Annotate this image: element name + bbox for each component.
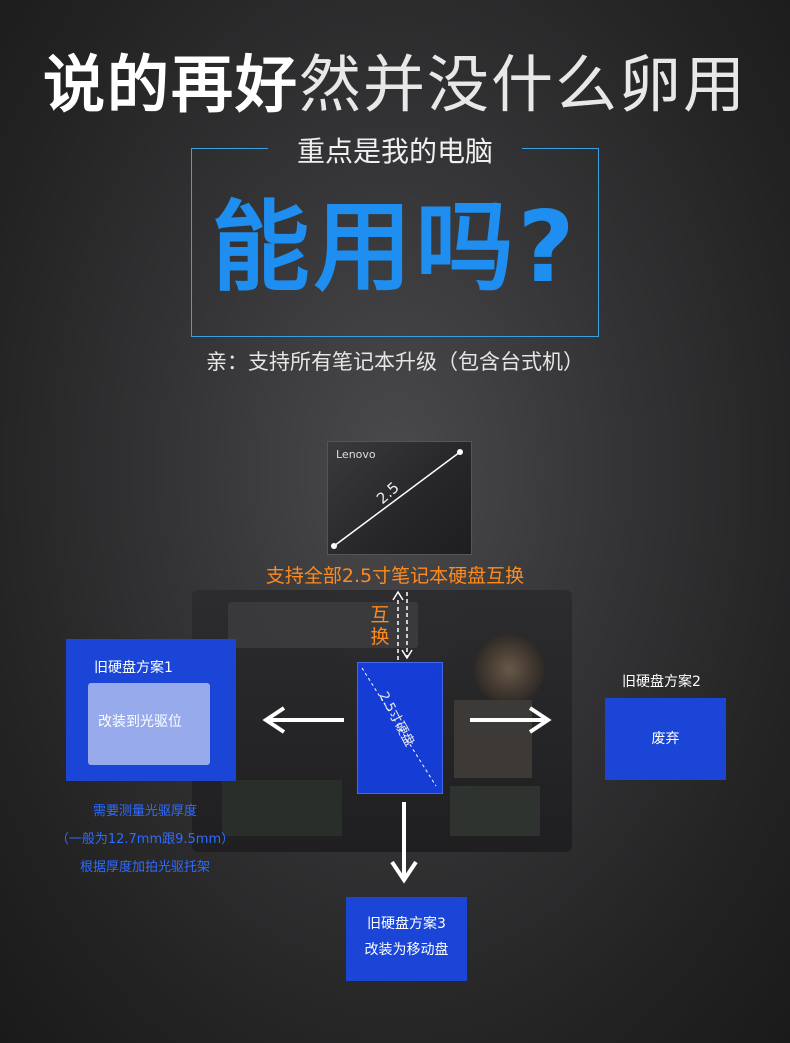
ssd-brand: Lenovo — [336, 448, 376, 461]
swap-vertical-label: 互换 — [370, 604, 390, 648]
plan1-card: 旧硬盘方案1 改装到光驱位 — [66, 639, 236, 781]
headline-light: 然并没什么卵用 — [299, 48, 748, 121]
plan1-note-line: （一般为12.7mm跟9.5mm） — [55, 832, 235, 847]
plan1-notes: 需要测量光驱厚度 （一般为12.7mm跟9.5mm） 根据厚度加拍光驱托架 — [40, 798, 250, 882]
plan1-note-line: 需要测量光驱厚度 — [92, 804, 197, 819]
plan1-body: 改装到光驱位 — [98, 714, 182, 730]
disk-diagonal-line — [361, 667, 437, 787]
swap-arrowhead — [401, 649, 413, 660]
headline-bold: 说的再好 — [42, 48, 299, 121]
laptop-board — [222, 780, 342, 836]
down-arrowhead — [390, 860, 418, 884]
plan3-body: 改装为移动盘 — [364, 942, 449, 958]
frame-top-left-line — [191, 148, 268, 149]
ssd-diagonal-dot — [457, 449, 463, 455]
ssd-diagonal-line — [333, 451, 461, 547]
swap-arrowhead — [392, 590, 404, 601]
swap-text: 支持全部2.5寸笔记本硬盘互换 — [265, 565, 525, 587]
laptop-heatsink — [454, 700, 532, 778]
laptop-ram — [450, 786, 540, 836]
plan3-title: 旧硬盘方案3 — [367, 916, 446, 932]
question-frame — [191, 148, 599, 337]
ssd-diagonal-dot — [331, 543, 337, 549]
frame-top-right-line — [522, 148, 598, 149]
plan2-title: 旧硬盘方案2 — [622, 674, 701, 690]
laptop-fan — [474, 634, 544, 704]
right-arrowhead — [528, 706, 552, 734]
plan2-card: 废弃 — [605, 698, 726, 780]
laptop-drive-bay — [228, 602, 418, 648]
left-arrowhead — [262, 706, 286, 734]
plan3-card: 旧硬盘方案3 改装为移动盘 — [346, 897, 467, 981]
plan1-title: 旧硬盘方案1 — [94, 660, 173, 676]
hard-disk: 2.5寸硬盘 — [357, 662, 443, 794]
big-question: 能用吗? — [211, 191, 579, 305]
headline: 说的再好然并没什么卵用 — [0, 42, 790, 128]
plan2-body: 废弃 — [651, 731, 680, 747]
support-line: 亲：支持所有笔记本升级（包含台式机） — [206, 350, 584, 374]
plan1-note-line: 根据厚度加拍光驱托架 — [79, 860, 210, 875]
plan1-inner-box: 改装到光驱位 — [88, 683, 210, 765]
subtitle: 重点是我的电脑 — [296, 135, 493, 168]
